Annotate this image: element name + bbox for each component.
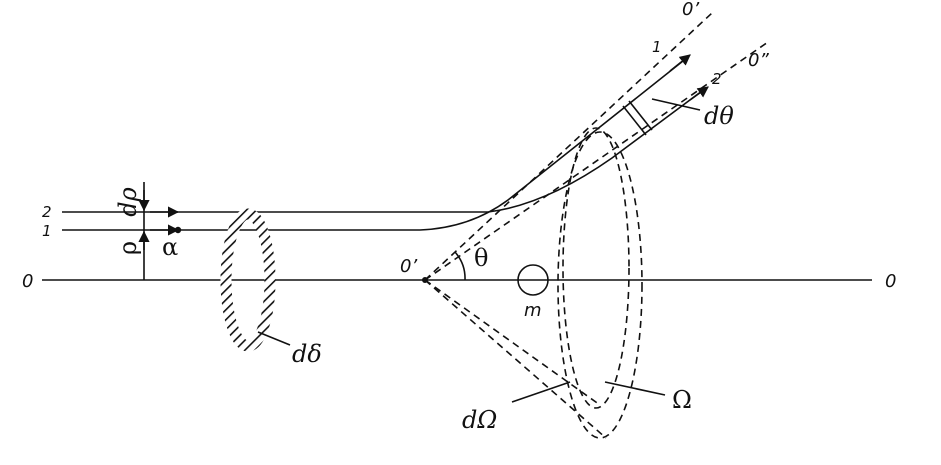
ray-2-path xyxy=(62,90,703,213)
cone-lower-2 xyxy=(424,279,607,439)
center-label: 0’ xyxy=(400,256,417,277)
cone-ellipse-inner xyxy=(562,127,630,409)
ring-d-delta xyxy=(220,208,276,352)
ray-bottom-label: 1 xyxy=(42,222,52,240)
axis-left-label: 0 xyxy=(22,271,33,292)
d-theta-bar-1 xyxy=(622,105,647,136)
center-point xyxy=(422,277,428,283)
d-theta-label: dθ xyxy=(704,102,734,130)
ray-end-label-2: 2 xyxy=(712,70,722,88)
axis-right-label: 0 xyxy=(885,271,896,292)
ray-2-end-arrow xyxy=(689,86,709,101)
asymptote-lower-label: 0” xyxy=(748,50,769,71)
leader-d-omega xyxy=(511,381,571,403)
nucleus-circle xyxy=(517,264,549,296)
ray-1-path xyxy=(62,56,689,231)
leader-d-delta xyxy=(257,331,291,346)
omega-label: Ω xyxy=(672,386,692,414)
leader-omega xyxy=(604,381,666,396)
d-rho-label: dρ xyxy=(114,187,142,216)
asymptote-upper xyxy=(424,12,713,281)
theta-arc xyxy=(454,251,466,281)
d-theta-bar-2 xyxy=(628,100,653,131)
alpha-particle-dot xyxy=(174,226,182,234)
leader-d-theta xyxy=(651,98,701,111)
d-delta-label: dδ xyxy=(292,340,322,368)
theta-label: θ xyxy=(474,244,488,272)
d-omega-label: dΩ xyxy=(462,406,497,434)
asymptote-upper-label: 0’ xyxy=(682,0,699,20)
ray-end-label-1: 1 xyxy=(652,38,662,56)
cone-ellipse-outer xyxy=(557,131,643,439)
nucleus-label: m xyxy=(524,300,542,321)
alpha-label: α xyxy=(162,233,178,261)
cone-lower-1 xyxy=(424,279,601,406)
rho-label: ρ xyxy=(114,241,142,255)
ray-top-label: 2 xyxy=(42,203,52,221)
asymptote-lower xyxy=(424,41,769,281)
ray-1-end-arrow xyxy=(669,54,691,72)
